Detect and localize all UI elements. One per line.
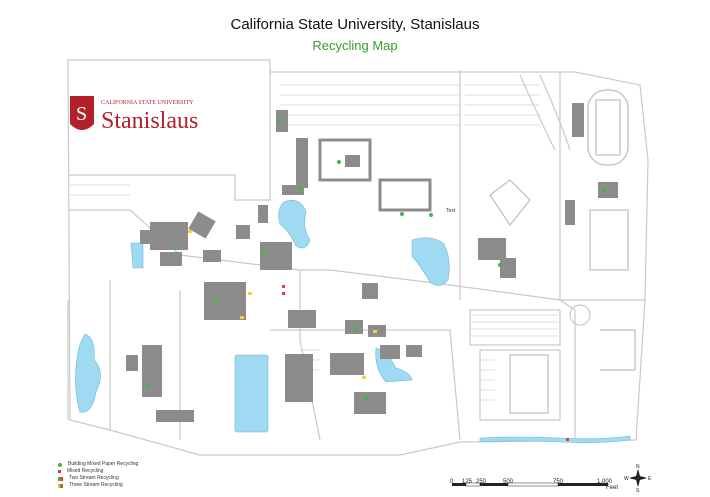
map-legend: Building Mixed Paper Recycling Mixed Rec… [58, 461, 138, 489]
scale-label: 1,000 [597, 479, 613, 485]
paper-recycling-marker [400, 212, 404, 216]
paper-recycling-marker [364, 396, 368, 400]
scale-label: 500 [503, 479, 514, 485]
svg-text:S: S [76, 103, 87, 125]
legend-item: Two Stream Recycling [58, 475, 138, 482]
scale-unit: Feet [606, 485, 619, 491]
three-stream-marker [240, 316, 244, 319]
two-stream-icon [58, 476, 63, 481]
compass-e: E [648, 476, 652, 482]
water-bodies [75, 200, 631, 443]
three-stream-marker [362, 376, 366, 379]
university-logo: S CALIFORNIA STATE UNIVERSITY Stanislaus [70, 96, 198, 134]
buildings [126, 103, 618, 422]
paper-recycling-marker [174, 243, 178, 247]
paper-recycling-marker [262, 250, 266, 254]
mixed-recycling-marker [282, 285, 285, 288]
two-stream-marker [188, 230, 192, 233]
three-stream-marker [373, 330, 377, 333]
mixed-recycling-marker [566, 438, 569, 441]
paper-recycling-marker [337, 160, 341, 164]
legend-item: Building Mixed Paper Recycling [58, 461, 138, 468]
compass-s: S [636, 488, 640, 494]
legend-item: Three Stream Recycling [58, 482, 138, 489]
red-square-icon [58, 470, 61, 473]
paper-recycling-marker [146, 383, 150, 387]
three-stream-icon [58, 483, 63, 488]
paper-recycling-marker [277, 120, 281, 124]
paper-recycling-marker [353, 328, 357, 332]
scale-label: 0 [450, 479, 454, 485]
athletic-fields [489, 89, 636, 414]
scale-bar [452, 482, 608, 487]
scale-label: 250 [476, 479, 487, 485]
three-stream-marker [248, 292, 252, 295]
parking-lots [70, 84, 558, 401]
green-dot-icon [58, 462, 62, 467]
shield-icon [70, 96, 94, 130]
compass-w: W [624, 476, 629, 482]
paper-recycling-marker [602, 188, 606, 192]
compass-rose: N S E W [624, 464, 652, 494]
mixed-recycling-marker [282, 292, 285, 295]
compass-n: N [636, 464, 640, 470]
map-subtitle: Recycling Map [312, 38, 398, 53]
logo-line1: CALIFORNIA STATE UNIVERSITY [101, 100, 194, 106]
map-title: California State University, Stanislaus [230, 16, 480, 33]
paper-recycling-marker [214, 298, 218, 302]
building-text-label: Text [446, 208, 456, 214]
paper-recycling-marker [498, 263, 502, 267]
scale-label: 750 [553, 479, 564, 485]
legend-item: Mixed Recycling [58, 468, 138, 475]
scale-label: 125 [462, 479, 473, 485]
logo-line2: Stanislaus [101, 108, 198, 134]
paper-recycling-marker [299, 186, 303, 190]
recycling-markers [146, 120, 606, 441]
paper-recycling-marker [429, 213, 433, 217]
